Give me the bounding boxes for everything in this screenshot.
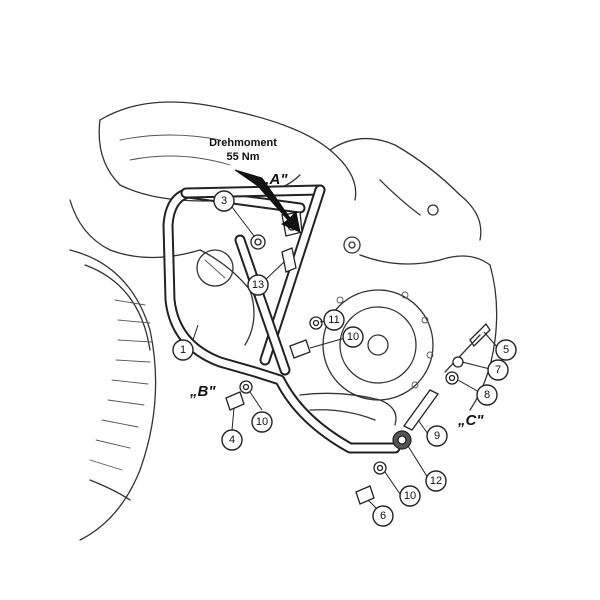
view-label-c: „C" [457, 412, 484, 429]
svg-text:8: 8 [484, 389, 490, 401]
svg-text:5: 5 [503, 344, 509, 356]
callout-7: 7 [487, 359, 509, 381]
torque-arrow [234, 169, 301, 233]
svg-text:7: 7 [495, 364, 501, 376]
svg-text:11: 11 [328, 314, 339, 326]
svg-text:1: 1 [180, 344, 186, 356]
callout-13: 13 [247, 274, 269, 296]
callout-5: 5 [495, 339, 517, 361]
torque-label-line2: 55 Nm [226, 151, 259, 163]
svg-text:13: 13 [252, 279, 264, 291]
callouts: 1 3 13 11 10 4 10 5 7 8 9 12 10 6 [172, 190, 517, 527]
svg-text:3: 3 [221, 195, 227, 207]
svg-text:10: 10 [347, 331, 359, 343]
callout-3: 3 [213, 190, 235, 212]
svg-text:10: 10 [404, 490, 416, 502]
callout-11: 11 [323, 309, 345, 331]
crash-bar [162, 184, 401, 454]
svg-text:12: 12 [430, 475, 442, 487]
callout-1: 1 [172, 339, 194, 361]
callout-10-mid: 10 [342, 326, 364, 348]
callout-9: 9 [426, 425, 448, 447]
leader-lines [192, 206, 499, 514]
callout-4: 4 [221, 429, 243, 451]
callout-6: 6 [372, 505, 394, 527]
callout-8: 8 [476, 384, 498, 406]
view-label-b: „B" [189, 383, 216, 400]
torque-label-line1: Drehmoment [209, 137, 277, 149]
svg-text:4: 4 [229, 434, 235, 446]
callout-10-c: 10 [399, 485, 421, 507]
callout-12: 12 [425, 470, 447, 492]
callout-10-b: 10 [251, 411, 273, 433]
svg-text:10: 10 [256, 416, 268, 428]
view-label-a: „A" [261, 171, 288, 188]
svg-text:6: 6 [380, 510, 386, 522]
svg-text:9: 9 [434, 430, 440, 442]
